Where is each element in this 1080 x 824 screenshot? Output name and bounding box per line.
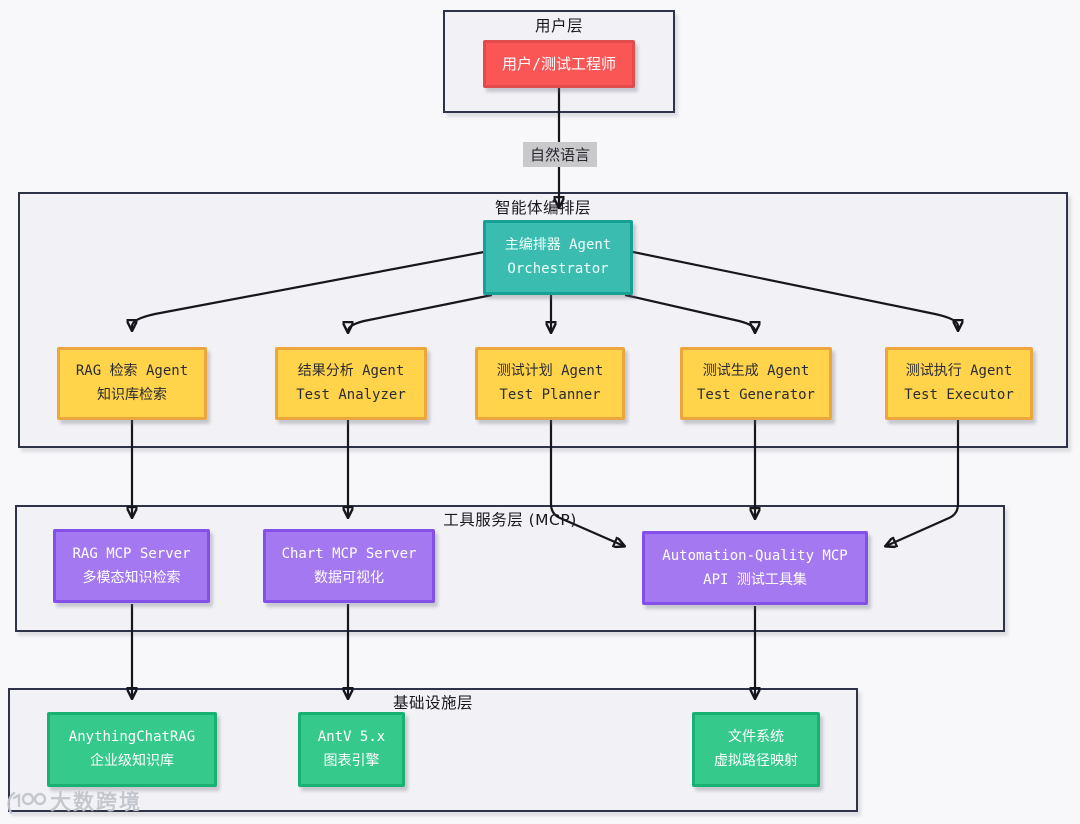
antv-node: AntV 5.x 图表引擎: [298, 712, 405, 787]
anythingchatrag-line2: 企业级知识库: [90, 753, 174, 769]
chart-mcp-line1: Chart MCP Server: [281, 545, 417, 562]
orchestrator-line1: 主编排器 Agent: [504, 237, 612, 253]
rag-agent-line1: RAG 检索 Agent: [75, 363, 189, 379]
edge-orchestrator-analyzer-agent: [348, 293, 493, 332]
user-layer-title: 用户层: [534, 17, 583, 35]
rag-mcp-line1: RAG MCP Server: [72, 545, 191, 562]
analyzer-agent-line2: Test Analyzer: [296, 387, 406, 403]
executor-agent-node: 测试执行 Agent Test Executor: [885, 347, 1033, 420]
rag-mcp-line2: 多模态知识检索: [82, 569, 181, 586]
edge-orchestrator-rag-agent: [132, 250, 485, 330]
planner-agent-node: 测试计划 Agent Test Planner: [475, 347, 625, 420]
generator-agent-line1: 测试生成 Agent: [702, 363, 810, 379]
edge-orchestrator-executor-agent: [632, 250, 958, 330]
orchestrator-node: 主编排器 Agent Orchestrator: [483, 220, 633, 295]
generator-agent-node: 测试生成 Agent Test Generator: [680, 347, 832, 420]
automation-quality-mcp-node: Automation-Quality MCP API 测试工具集: [642, 531, 868, 605]
rag-agent-node: RAG 检索 Agent 知识库检索: [57, 347, 207, 420]
antv-line2: 图表引擎: [323, 753, 380, 769]
planner-agent-line1: 测试计划 Agent: [496, 363, 604, 379]
agent-layer-title: 智能体编排层: [494, 199, 591, 217]
analyzer-agent-line1: 结果分析 Agent: [297, 363, 405, 379]
watermark-logo-icon: [7, 791, 46, 815]
edge-planner-agent-automation-mcp: [549, 420, 624, 546]
orchestrator-line2: Orchestrator: [507, 261, 609, 277]
generator-agent-line2: Test Generator: [696, 387, 815, 403]
infra-layer-title: 基础设施层: [392, 694, 473, 712]
automation-mcp-line1: Automation-Quality MCP: [662, 547, 848, 564]
user-node-label: 用户/测试工程师: [501, 54, 617, 73]
file-system-node: 文件系统 虚拟路径映射: [692, 712, 820, 787]
anythingchatrag-line1: AnythingChatRAG: [68, 729, 196, 745]
executor-agent-line2: Test Executor: [904, 387, 1014, 403]
edge-executor-agent-automation-mcp: [886, 420, 960, 546]
natural-language-edge-label: 自然语言: [523, 142, 598, 167]
automation-mcp-line2: API 测试工具集: [703, 571, 807, 588]
watermark-brand: 大数跨境: [50, 790, 142, 814]
edge-orchestrator-generator-agent: [624, 293, 755, 332]
rag-agent-line2: 知识库检索: [97, 387, 167, 403]
user-node: 用户/测试工程师: [483, 40, 635, 88]
executor-agent-line1: 测试执行 Agent: [905, 363, 1013, 379]
chart-mcp-line2: 数据可视化: [314, 569, 384, 586]
anythingchatrag-node: AnythingChatRAG 企业级知识库: [47, 712, 217, 787]
antv-line1: AntV 5.x: [317, 729, 386, 745]
planner-agent-line2: Test Planner: [499, 387, 601, 403]
file-system-line1: 文件系统: [728, 729, 784, 745]
analyzer-agent-node: 结果分析 Agent Test Analyzer: [275, 347, 427, 420]
chart-mcp-server-node: Chart MCP Server 数据可视化: [263, 529, 435, 603]
watermark: 大数跨境: [4, 786, 142, 816]
tool-layer-title: 工具服务层 (MCP): [443, 511, 577, 529]
rag-mcp-server-node: RAG MCP Server 多模态知识检索: [53, 529, 210, 603]
file-system-line2: 虚拟路径映射: [714, 753, 798, 769]
